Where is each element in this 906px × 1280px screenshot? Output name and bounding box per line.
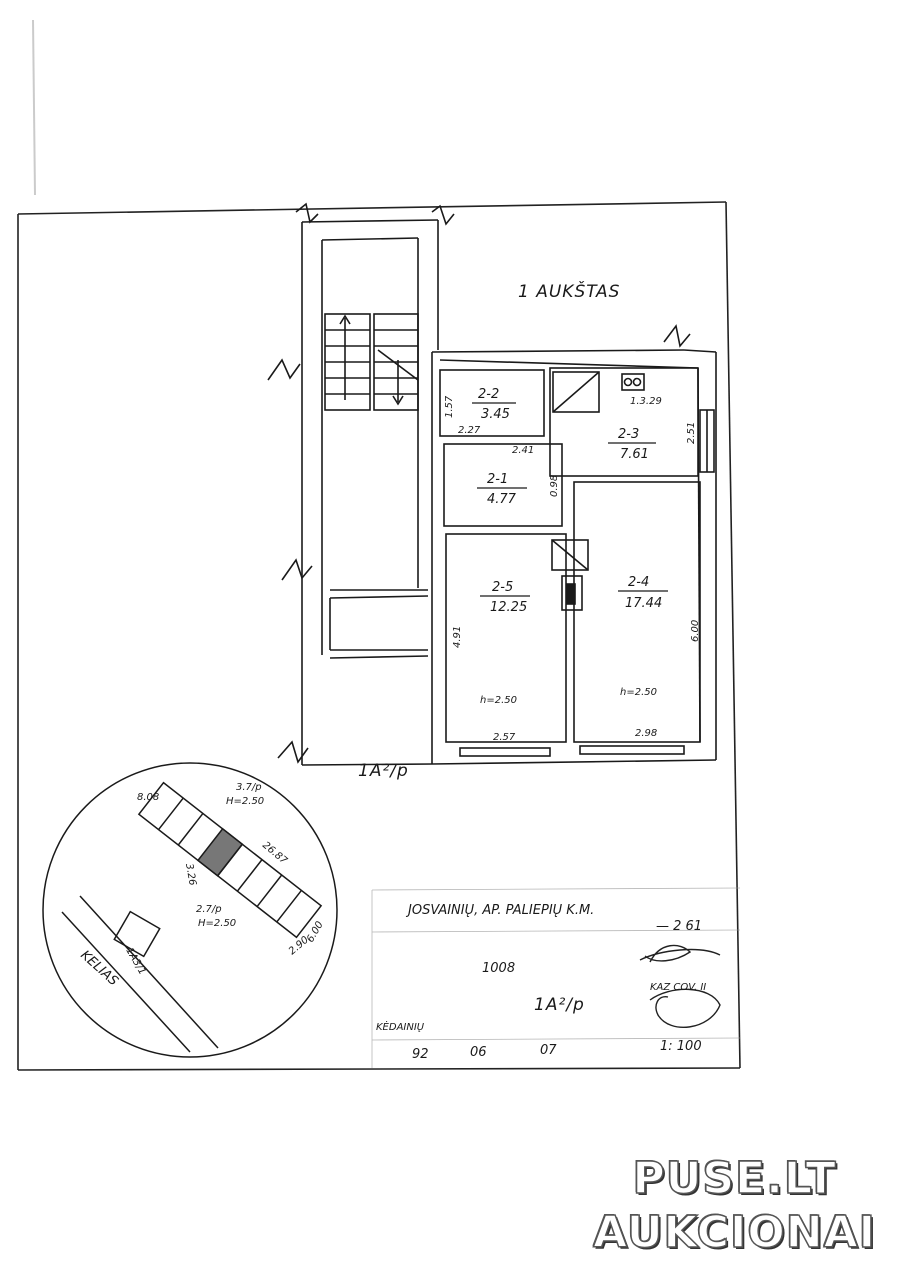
- dim-241: 2.41: [512, 445, 534, 456]
- building-code: 1A²/p: [358, 761, 409, 781]
- room-2-4-id: 2-4: [628, 575, 649, 590]
- site-dim-2687: 26.87: [260, 840, 289, 867]
- room-2-5-area: 12.25: [490, 600, 527, 615]
- stamp-code: 1A²/p: [534, 995, 585, 1015]
- stamp-number: — 2 61: [656, 919, 702, 934]
- site-dim-808: 8.08: [137, 792, 159, 803]
- site-small-bldg: 1A3/1: [123, 946, 147, 977]
- stamp-official: KAZ COV. II: [650, 982, 706, 993]
- room-2-4-area: 17.44: [625, 596, 662, 611]
- room-2-3-area: 7.61: [620, 447, 649, 462]
- dim-329: 1.3.29: [630, 396, 662, 407]
- site-top-h: H=2.50: [226, 796, 264, 807]
- room-2-5-id: 2-5: [492, 580, 513, 595]
- room-2-1-id: 2-1: [487, 472, 508, 487]
- dim-251: 2.51: [686, 422, 697, 444]
- title-stamp-frame: [371, 887, 741, 1068]
- site-top-label: 3.7/p: [236, 782, 262, 793]
- stamp-district: KĖDAINIŲ: [376, 1020, 425, 1033]
- room-2-4-height: h=2.50: [620, 687, 657, 698]
- dim-157: 1.57: [444, 395, 455, 418]
- stamp-month: 06: [470, 1045, 487, 1060]
- room-2-5-height: h=2.50: [480, 695, 517, 706]
- dim-298: 2.98: [635, 728, 657, 739]
- dim-600: 6.00: [690, 620, 701, 642]
- dim-227: 2.27: [458, 425, 481, 436]
- stamp-year: 92: [412, 1047, 429, 1062]
- watermark-line-1: PUSE.LT: [632, 1152, 837, 1205]
- dim-491: 4.91: [452, 626, 463, 648]
- drawing-frame: [17, 201, 741, 1071]
- stamp-plot: 1008: [482, 961, 515, 976]
- site-dim-326: 3.26: [183, 863, 198, 887]
- floor-title: 1 AUKŠTAS: [518, 280, 620, 302]
- room-2-2-id: 2-2: [478, 387, 499, 402]
- room-2-3-id: 2-3: [618, 427, 639, 442]
- watermark-line-2: AUKCIONAI: [592, 1206, 876, 1259]
- signature: [639, 944, 721, 1029]
- site-bottom-label: 2.7/p: [196, 904, 222, 915]
- stamp-day: 07: [540, 1043, 557, 1058]
- dim-098: 0.98: [549, 475, 560, 497]
- room-2-2-area: 3.45: [481, 407, 510, 422]
- site-plan: [42, 762, 338, 1058]
- stamp-scale: 1: 100: [660, 1039, 702, 1054]
- dim-257: 2.57: [493, 732, 516, 743]
- stamp-address: JOSVAINIŲ, AP. PALIEPIŲ K.M.: [405, 903, 594, 918]
- building-walls: [267, 202, 717, 766]
- room-2-1-area: 4.77: [487, 492, 517, 507]
- site-bottom-h: H=2.50: [198, 918, 236, 929]
- watermark: PUSE.LT AUKCIONAI: [592, 1152, 876, 1260]
